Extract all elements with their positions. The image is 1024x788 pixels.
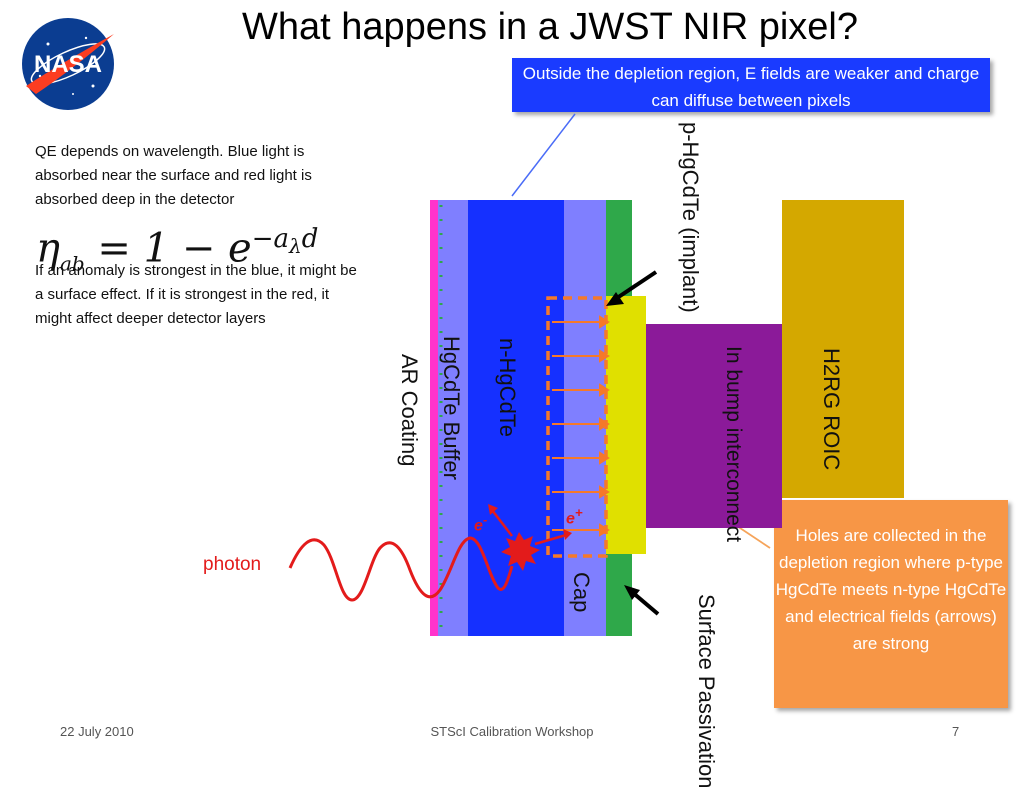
footer-page-number: 7 <box>952 724 960 739</box>
surface-passivation-label: Surface Passivation <box>694 594 719 788</box>
electron-label: e- <box>474 512 488 535</box>
anomaly-description: If an anomaly is strongest in the blue, … <box>35 262 357 327</box>
footer-date: 22 July 2010 <box>60 724 134 739</box>
ar-coating-label: AR Coating <box>397 354 423 467</box>
roic-label: H2RG ROIC <box>819 348 845 471</box>
holes-callout: Holes are collected in the depletion reg… <box>774 500 1008 708</box>
absorption-event <box>501 532 540 571</box>
implant-arrow <box>612 270 658 302</box>
hole-label: e+ <box>566 505 583 528</box>
depletion-region-box <box>546 296 608 558</box>
diffusion-callout: Outside the depletion region, E fields a… <box>512 58 990 112</box>
cap-label: Cap <box>569 572 595 613</box>
ar-coating-layer <box>430 200 438 636</box>
pixel-diagram <box>288 113 904 636</box>
in-bump-label: In bump interconnect <box>722 346 745 543</box>
diffusion-pointer <box>511 113 576 197</box>
field-arrows <box>552 315 610 537</box>
footer-event: STScI Calibration Workshop <box>430 724 594 739</box>
in-bump-interconnect <box>646 324 782 528</box>
absorption-formula: ηab = 1 − e−aλd <box>36 224 319 276</box>
photon-wave <box>288 536 514 602</box>
roic-layer <box>782 200 904 498</box>
photon-label: photon <box>203 554 262 575</box>
n-hgcdte-label: n-HgCdTe <box>495 338 521 438</box>
nasa-logo: NASA <box>22 18 114 110</box>
nasa-logo-text: NASA <box>34 51 102 78</box>
passivation-arrow <box>630 590 660 616</box>
page-title: What happens in a JWST NIR pixel? <box>241 6 858 48</box>
buffer-label: HgCdTe Buffer <box>439 336 465 480</box>
p-hgcdte-label: p-HgCdTe (implant) <box>678 122 703 313</box>
qe-description: QE depends on wavelength. Blue light is … <box>35 143 312 208</box>
